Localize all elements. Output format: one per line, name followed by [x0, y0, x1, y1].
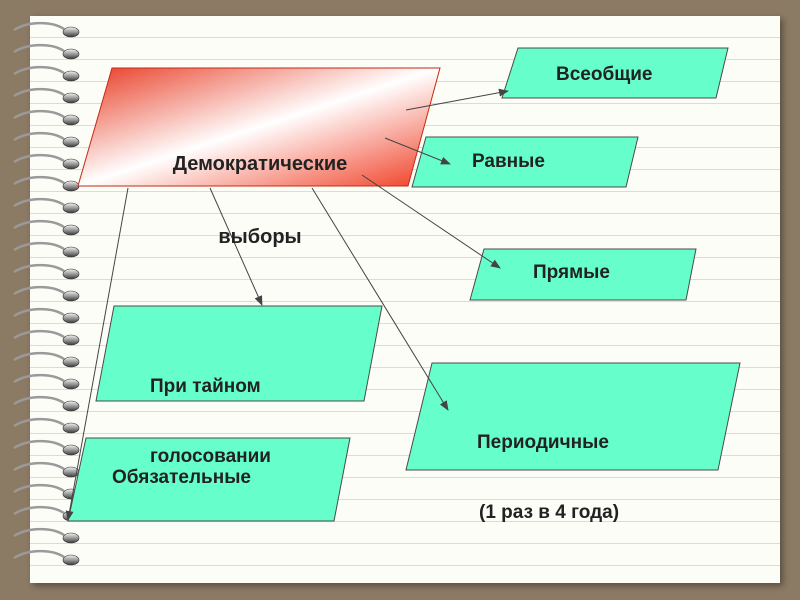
binding-ring — [62, 92, 80, 104]
periodic-label-line1: Периодичные — [477, 432, 609, 454]
center-label-line1: Демократические — [172, 152, 348, 175]
binding-ring — [62, 136, 80, 148]
binding-ring — [62, 532, 80, 544]
binding-wire — [13, 109, 65, 120]
secret-label-line2: голосовании — [150, 445, 271, 467]
binding-ring — [62, 422, 80, 434]
binding-ring — [62, 444, 80, 456]
arrow-to-mandatory — [65, 187, 129, 521]
binding-wire — [13, 87, 65, 98]
binding-wire — [13, 439, 65, 450]
center-node-shape — [77, 67, 441, 187]
binding-wire — [13, 21, 65, 32]
binding-wire — [13, 241, 65, 252]
binding-ring — [62, 246, 80, 258]
binding-ring — [62, 114, 80, 126]
node-equal-label: Равные — [472, 151, 545, 172]
binding-wire — [13, 153, 65, 164]
binding-wire — [13, 263, 65, 274]
center-node-label: Демократические выборы — [140, 103, 380, 298]
binding-wire — [13, 197, 65, 208]
arrow-to-direct — [361, 174, 501, 269]
node-periodic-label: Периодичные (1 раз в 4 года) — [477, 385, 619, 570]
arrow-to-universal — [405, 88, 509, 111]
binding-ring — [62, 290, 80, 302]
binding-wire — [13, 417, 65, 428]
binding-ring — [62, 180, 80, 192]
node-universal-label: Всеобщие — [556, 64, 653, 85]
periodic-label-line2: (1 раз в 4 года) — [479, 501, 620, 523]
binding-ring — [62, 356, 80, 368]
spiral-binding — [13, 21, 80, 566]
node-equal-shape — [411, 136, 639, 188]
node-secret-label: При тайном голосовании — [150, 329, 271, 514]
center-label-line2: выборы — [218, 225, 302, 248]
arrow-to-secret — [209, 187, 263, 306]
binding-wire — [13, 285, 65, 296]
binding-ring — [62, 312, 80, 324]
binding-wire — [13, 131, 65, 142]
node-direct-label: Прямые — [533, 262, 610, 283]
binding-ring — [62, 202, 80, 214]
binding-ring — [62, 48, 80, 60]
binding-wire — [13, 329, 65, 340]
binding-wire — [13, 483, 65, 494]
binding-wire — [13, 219, 65, 230]
binding-wire — [13, 395, 65, 406]
binding-ring — [62, 158, 80, 170]
binding-ring — [62, 378, 80, 390]
binding-ring — [62, 224, 80, 236]
binding-wire — [13, 549, 65, 560]
node-direct-shape — [469, 248, 697, 301]
binding-ring — [62, 70, 80, 82]
binding-wire — [13, 351, 65, 362]
binding-ring — [62, 400, 80, 412]
binding-ring — [62, 334, 80, 346]
node-mandatory-shape — [67, 437, 351, 522]
binding-wire — [13, 505, 65, 516]
secret-label-line1: При тайном — [150, 376, 261, 398]
arrow-to-periodic — [311, 187, 449, 411]
arrow-to-equal — [384, 137, 451, 165]
binding-ring — [62, 554, 80, 566]
binding-wire — [13, 461, 65, 472]
binding-ring — [62, 268, 80, 280]
binding-wire — [13, 175, 65, 186]
binding-wire — [13, 43, 65, 54]
node-secret-shape — [95, 305, 383, 402]
binding-wire — [13, 307, 65, 318]
binding-wire — [13, 373, 65, 384]
node-mandatory-label: Обязательные — [112, 467, 252, 488]
binding-ring — [62, 26, 80, 38]
node-universal-shape — [501, 47, 729, 99]
binding-wire — [13, 65, 65, 76]
binding-wire — [13, 527, 65, 538]
node-periodic-shape — [405, 362, 741, 471]
